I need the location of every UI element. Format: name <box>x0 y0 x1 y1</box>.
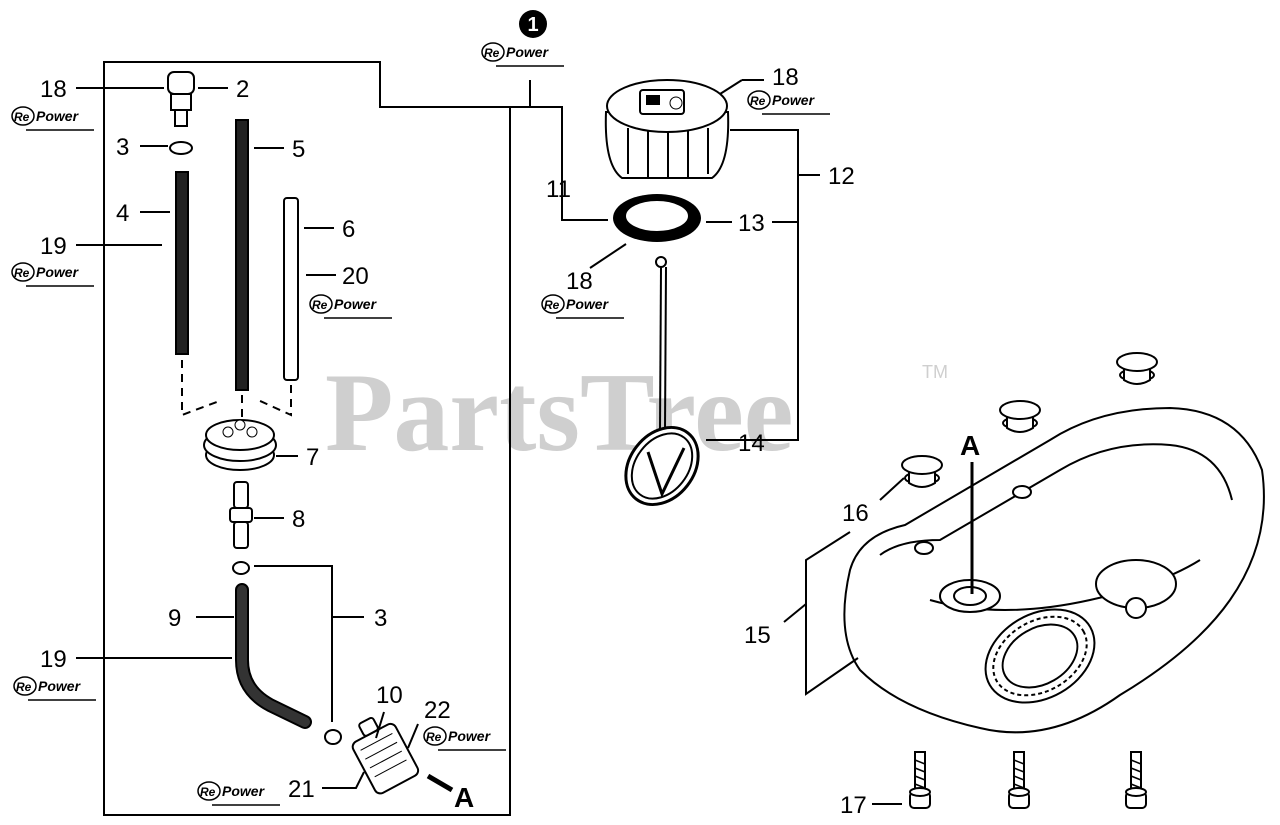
repower-logo: Re Power <box>423 726 506 751</box>
part-tank-screw <box>1008 751 1030 809</box>
callout-label: 7 <box>306 444 319 471</box>
callout-label: 3 <box>116 134 129 161</box>
part-fuel-hose-long <box>235 119 249 391</box>
callout-label: 18 <box>40 76 67 103</box>
callout-label: 15 <box>744 622 771 649</box>
part-tank-grommet <box>1116 352 1158 385</box>
svg-text:Power: Power <box>36 108 80 124</box>
part-plug <box>167 71 195 127</box>
callout-label: A <box>960 430 980 461</box>
svg-text:Re: Re <box>14 266 30 280</box>
part-fitting <box>229 481 253 549</box>
part-fuel-filter <box>351 716 420 795</box>
callout-label: 10 <box>376 682 403 709</box>
callout-label: 3 <box>374 605 387 632</box>
svg-text:Power: Power <box>38 678 82 694</box>
callout-label: 5 <box>292 136 305 163</box>
svg-text:Re: Re <box>426 730 442 744</box>
svg-text:Re: Re <box>16 680 32 694</box>
repower-logo: Re Power <box>541 294 624 319</box>
dashed-guide <box>257 385 292 417</box>
svg-text:Power: Power <box>566 296 610 312</box>
callout-label: 11 <box>546 176 571 203</box>
svg-text:Power: Power <box>222 783 266 799</box>
svg-text:Re: Re <box>484 46 500 60</box>
svg-text:Re: Re <box>200 785 216 799</box>
callout-label: 12 <box>828 163 855 190</box>
callout-label: A <box>454 782 474 813</box>
repower-logo: Re Power <box>13 676 96 701</box>
part-tank-screw <box>1125 751 1147 809</box>
callout-label: 18 <box>772 64 799 91</box>
svg-text:Power: Power <box>334 296 378 312</box>
callout-label: 19 <box>40 646 67 673</box>
repower-logo: Re Power <box>747 90 830 115</box>
callout-label: 16 <box>842 500 869 527</box>
badge-number: 1 <box>527 14 538 36</box>
watermark-trademark: TM <box>922 362 948 382</box>
callout-label: 8 <box>292 506 305 533</box>
svg-text:Re: Re <box>544 298 560 312</box>
part-gasket <box>613 194 701 242</box>
callout-label: 19 <box>40 233 67 260</box>
svg-text:Power: Power <box>772 92 816 108</box>
repower-logo: Re Power <box>197 781 280 806</box>
part-o-ring <box>232 561 250 575</box>
repower-logo: Re Power <box>309 294 392 319</box>
part-grommet <box>203 419 277 471</box>
part-cap-strap <box>624 256 700 507</box>
part-clear-tube <box>283 197 299 381</box>
part-small-o-ring <box>324 729 342 745</box>
arrow-to-a <box>426 773 454 793</box>
callout-label: 4 <box>116 200 129 227</box>
callout-label: 17 <box>840 792 867 819</box>
callout-label: 22 <box>424 697 451 724</box>
svg-text:Power: Power <box>36 264 80 280</box>
callout-label: 13 <box>738 210 765 237</box>
repower-logo: Re Power <box>481 42 564 67</box>
svg-text:Re: Re <box>750 94 766 108</box>
callout-label: 6 <box>342 216 355 243</box>
part-fuel-cap <box>604 79 730 179</box>
part-fuel-tank <box>843 406 1265 734</box>
repower-logo: Re Power <box>11 106 94 131</box>
callout-label: 14 <box>738 430 765 457</box>
badge-circle <box>519 10 547 38</box>
repower-logo: Re Power <box>11 262 94 287</box>
group-bracket <box>103 61 511 816</box>
svg-text:Re: Re <box>312 298 328 312</box>
part-o-ring <box>169 141 193 155</box>
watermark-text: PartsTree <box>325 351 794 475</box>
callout-label: 9 <box>168 605 181 632</box>
dashed-guide <box>181 360 223 417</box>
leader-group-to-11 <box>510 106 608 221</box>
callout-label: 21 <box>288 776 315 803</box>
svg-text:Power: Power <box>506 44 550 60</box>
part-fuel-hose <box>175 171 189 355</box>
svg-text:Power: Power <box>448 728 492 744</box>
part-tank-grommet <box>901 455 943 488</box>
callout-label: 20 <box>342 263 369 290</box>
part-tank-grommet <box>999 400 1041 433</box>
part-tank-screw <box>909 751 931 809</box>
callout-label: 18 <box>566 268 593 295</box>
callout-label: 2 <box>236 76 249 103</box>
svg-text:Re: Re <box>14 110 30 124</box>
